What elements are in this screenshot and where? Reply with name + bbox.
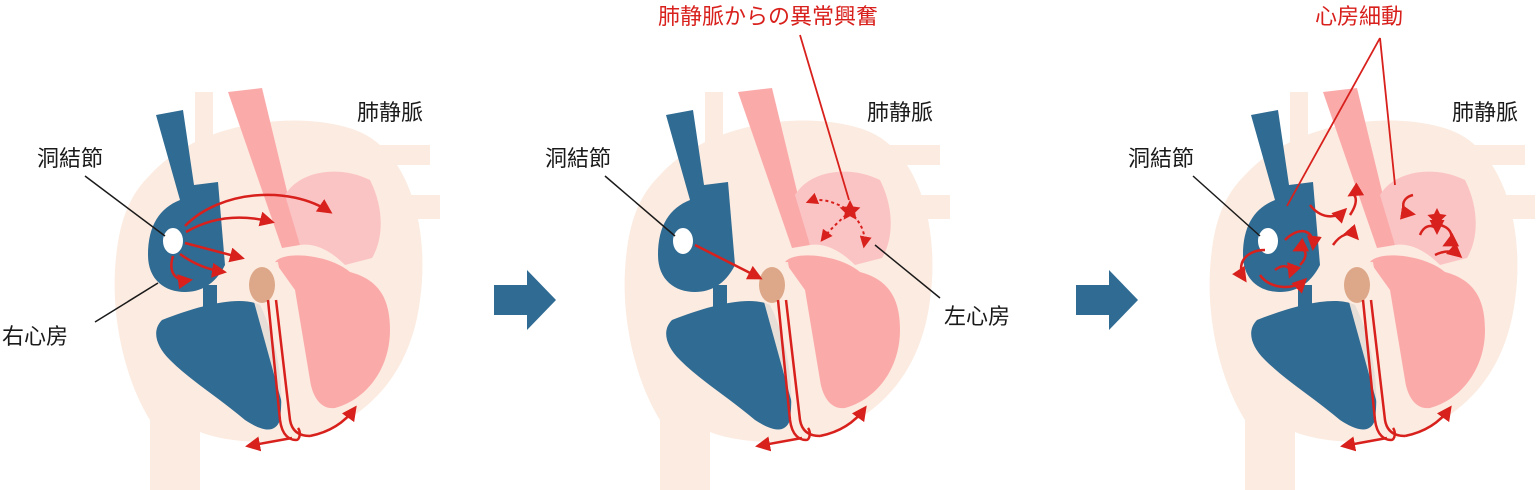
pulmonary-vein-label: 肺静脈 <box>867 100 933 125</box>
atrial-fibrillation-title: 心房細動 <box>1315 4 1403 29</box>
sa-node-label: 洞結節 <box>1128 146 1194 171</box>
panel-ectopic: 洞結節 肺静脈 左心房 肺静脈からの異常興奮 <box>545 4 1010 490</box>
ectopic-excitation-title: 肺静脈からの異常興奮 <box>658 4 878 29</box>
panel-normal: 洞結節 肺静脈 右心房 <box>2 88 440 490</box>
right-arrow-icon <box>1076 270 1138 330</box>
pulmonary-vein-label: 肺静脈 <box>1452 100 1518 125</box>
sa-node-label: 洞結節 <box>37 146 103 171</box>
right-atrium-label: 右心房 <box>2 324 68 349</box>
left-atrium-label: 左心房 <box>944 304 1010 329</box>
panel-atrial-fibrillation: 洞結節 肺静脈 心房細動 <box>1128 4 1535 490</box>
sa-node-label: 洞結節 <box>545 146 611 171</box>
pulmonary-vein-label: 肺静脈 <box>357 100 423 125</box>
right-arrow-icon <box>494 270 556 330</box>
